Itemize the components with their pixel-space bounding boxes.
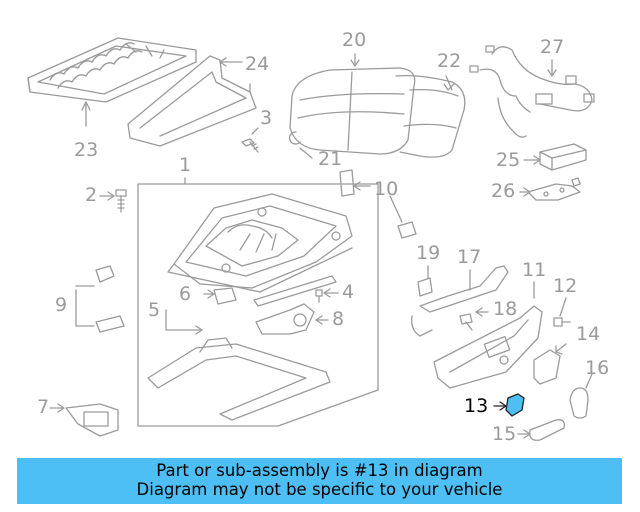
part-24-trim-strip	[127, 55, 257, 147]
callout-10: 10	[374, 178, 399, 200]
callout-18: 18	[493, 298, 518, 320]
part-11-side-shield	[433, 281, 543, 389]
part-21-clip	[288, 131, 313, 159]
part-2-screw	[99, 189, 127, 213]
part-7-slide	[49, 403, 119, 437]
callout-23: 23	[74, 139, 99, 161]
callout-26: 26	[491, 180, 516, 202]
callout-6: 6	[179, 283, 192, 305]
callout-27: 27	[540, 36, 565, 58]
part-13-highlighted	[493, 393, 525, 417]
banner-line-1: Part or sub-assembly is #13 in diagram	[156, 461, 483, 480]
part-19-clip	[417, 265, 433, 297]
callout-12: 12	[553, 275, 578, 297]
callout-2: 2	[85, 184, 98, 206]
part-20-cushion-pad	[289, 53, 416, 155]
callout-9: 9	[55, 294, 68, 316]
info-banner: Part or sub-assembly is #13 in diagram D…	[17, 458, 622, 504]
callout-16: 16	[585, 357, 610, 379]
callout-24: 24	[245, 53, 270, 75]
part-8-motor-assembly	[255, 303, 329, 335]
callout-13: 13	[464, 395, 489, 417]
callout-25: 25	[496, 149, 521, 171]
callout-3: 3	[260, 107, 273, 129]
part-4-clip	[315, 288, 339, 303]
callout-22: 22	[437, 50, 462, 72]
callout-5: 5	[148, 299, 161, 321]
part-17-lever	[411, 265, 509, 337]
callout-17: 17	[457, 246, 482, 268]
part-15-knob	[517, 419, 565, 441]
part-12-clip	[553, 297, 571, 327]
part-26-bracket	[519, 177, 581, 201]
callout-4: 4	[342, 281, 355, 303]
part-6-motor	[203, 287, 237, 305]
callout-15: 15	[492, 423, 517, 445]
part-25-module	[523, 143, 587, 171]
callout-20: 20	[342, 29, 367, 51]
seat-frame-upper	[167, 193, 353, 307]
callout-19: 19	[416, 242, 441, 264]
part-10-bracket	[339, 169, 417, 239]
part-23-heater-mat	[27, 37, 197, 127]
part-5-lower-track	[147, 309, 331, 421]
part-18-bolt	[459, 307, 489, 331]
parts-diagram	[27, 37, 595, 441]
part-9-brackets	[75, 265, 125, 333]
callout-21: 21	[318, 148, 343, 170]
callout-14: 14	[576, 323, 601, 345]
callout-1: 1	[179, 154, 192, 176]
callout-7: 7	[37, 396, 50, 418]
part-16-knob	[569, 373, 593, 419]
banner-line-2: Diagram may not be specific to your vehi…	[136, 480, 503, 499]
part-3-bolt	[241, 127, 259, 153]
callout-8: 8	[332, 308, 345, 330]
part-14-switch	[533, 343, 567, 385]
part-22-cushion-cover	[395, 74, 466, 158]
part-27-wiring-harness	[469, 45, 595, 138]
callout-11: 11	[522, 259, 547, 281]
part-1-frame-box	[137, 177, 379, 427]
